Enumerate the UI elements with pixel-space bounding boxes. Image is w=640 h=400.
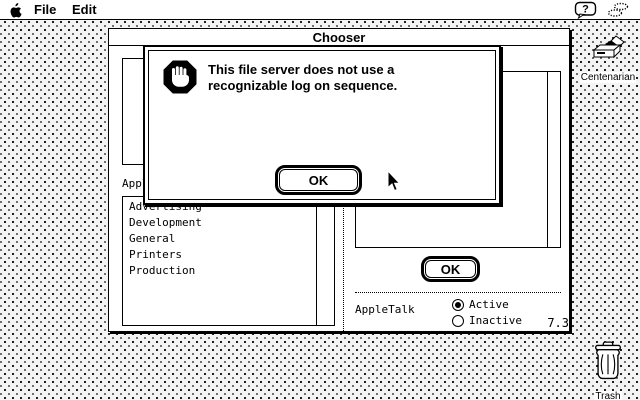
- alert-ok-button-ring: OK: [275, 165, 362, 195]
- window-titlebar[interactable]: Chooser: [109, 29, 569, 46]
- alert-dialog: This file server does not use a recogniz…: [143, 45, 501, 205]
- radio-label: Inactive: [469, 314, 522, 327]
- zone-list-item[interactable]: Production: [129, 264, 196, 277]
- zone-list-item[interactable]: Development: [129, 216, 202, 229]
- application-menu-icon[interactable]: [605, 2, 631, 23]
- desktop-icon-centenarian[interactable]: Centenarian: [576, 34, 640, 85]
- stop-hand-icon: [163, 60, 197, 99]
- mouse-cursor-icon: [387, 169, 401, 197]
- server-list-scrollbar[interactable]: [547, 72, 560, 247]
- balloon-help-icon[interactable]: ?: [574, 1, 598, 25]
- menu-edit[interactable]: Edit: [72, 2, 97, 17]
- chooser-ok-button-ring: OK: [421, 256, 480, 282]
- chooser-ok-button[interactable]: OK: [425, 260, 476, 278]
- radio-button-icon[interactable]: [452, 315, 464, 327]
- apple-menu-icon[interactable]: [10, 3, 22, 23]
- zone-list-item[interactable]: Printers: [129, 248, 182, 261]
- desktop-icon-trash[interactable]: Trash: [583, 341, 633, 400]
- alert-ok-button[interactable]: OK: [279, 169, 358, 191]
- version-number: 7.3: [547, 316, 569, 330]
- radio-appletalk-inactive[interactable]: Inactive: [452, 314, 522, 328]
- radio-label: Active: [469, 298, 509, 311]
- alert-message: This file server does not use a recogniz…: [208, 62, 397, 94]
- desktop-icon-label: Trash: [594, 391, 622, 400]
- alert-message-line2: recognizable log on sequence.: [208, 78, 398, 93]
- zone-list-item[interactable]: General: [129, 232, 176, 245]
- radio-appletalk-active[interactable]: Active: [452, 298, 509, 312]
- menu-file[interactable]: File: [34, 2, 57, 17]
- alert-message-line1: This file server does not use a: [208, 62, 395, 77]
- menu-bar: File Edit ?: [0, 0, 640, 20]
- radio-button-icon[interactable]: [452, 299, 464, 311]
- zone-list-scrollbar[interactable]: [316, 197, 334, 325]
- desktop-icon-label: Centenarian: [579, 72, 637, 83]
- appletalk-label: AppleTalk: [355, 303, 415, 316]
- centenarian-disk-icon: [592, 35, 625, 59]
- window-title: Chooser: [312, 30, 366, 45]
- zone-list[interactable]: Advertising Development General Printers…: [122, 196, 335, 326]
- trash-can-icon: [595, 341, 621, 380]
- horizontal-divider: [355, 292, 561, 293]
- svg-text:?: ?: [582, 4, 589, 16]
